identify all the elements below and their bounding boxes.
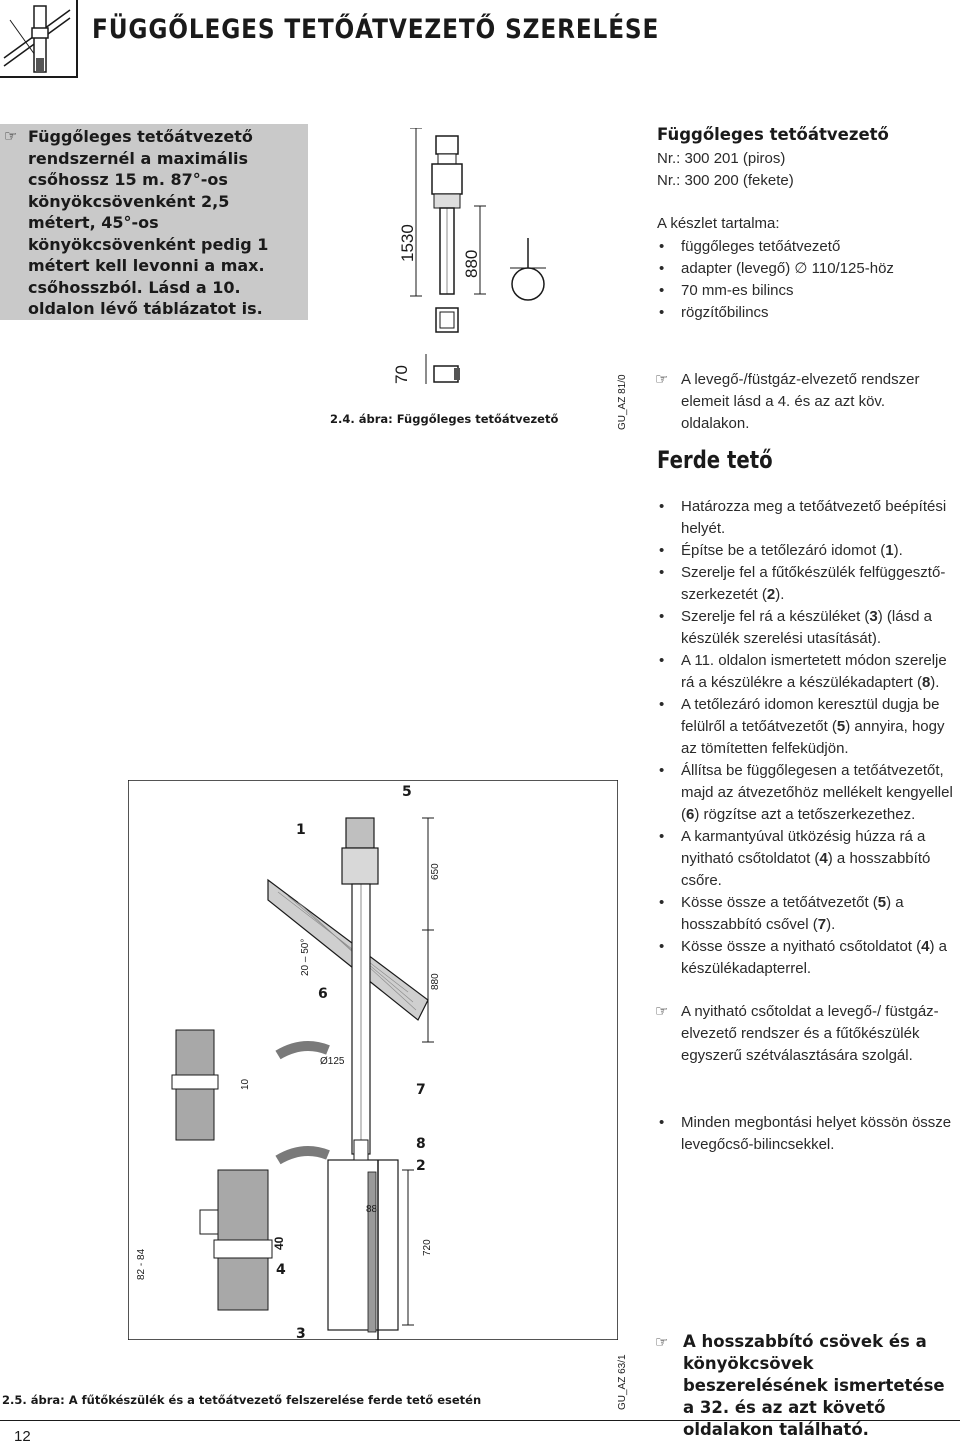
dimension-angle: 20 – 50° xyxy=(300,938,311,976)
figure-code-2-4: GU_AZ 81/0 xyxy=(617,374,628,430)
pointing-hand-icon: ☞ xyxy=(655,370,669,388)
pointing-hand-icon: ☞ xyxy=(4,127,18,145)
label-3: 3 xyxy=(296,1326,306,1342)
product-title: Függőleges tetőátvezető xyxy=(657,125,889,144)
dimension-88: 88 xyxy=(366,1204,378,1215)
section-heading: Ferde tető xyxy=(657,446,773,474)
dimension-diameter-125: Ø125 xyxy=(320,1056,345,1067)
footer-divider xyxy=(0,1420,960,1421)
final-reference-note: A hosszabbító csövek és a könyökcsövek b… xyxy=(683,1332,945,1439)
note-text: Függőleges tetőátvezető rendszernél a ma… xyxy=(28,127,269,318)
kit-item: rögzítőbilincs xyxy=(657,302,957,324)
pointing-hand-icon: ☞ xyxy=(655,1333,669,1351)
kit-item: 70 mm-es bilincs xyxy=(657,280,957,302)
note-box xyxy=(0,124,308,320)
step-item: Szerelje fel a fűtőkészülék felfüggesztő… xyxy=(657,562,957,606)
step-item: Határozza meg a tetőátvezető beépítési h… xyxy=(657,496,957,540)
step-item: Állítsa be függőlegesen a tetőátvezetőt,… xyxy=(657,760,957,826)
kit-contents-list: függőleges tetőátvezető adapter (levegő)… xyxy=(657,236,957,324)
figure-vertical-flue-drawing xyxy=(380,127,570,407)
label-1: 1 xyxy=(296,822,306,838)
header-chimney-icon xyxy=(0,0,78,78)
separation-hint: A nyitható csőtoldat a levegő-/ füstgáz-… xyxy=(681,1003,939,1064)
step-item: A tetőlezáró idomon keresztül dugja be f… xyxy=(657,694,957,760)
dimension-1530: 1530 xyxy=(398,224,417,262)
product-nr-red: Nr.: 300 201 (piros) xyxy=(657,150,786,167)
step-item: Szerelje fel rá a készüléket (3) (lásd a… xyxy=(657,606,957,650)
label-2: 2 xyxy=(416,1158,426,1174)
figure-code-2-5: GU_AZ 63/1 xyxy=(617,1354,628,1410)
page-number: 12 xyxy=(14,1428,31,1445)
dimension-650: 650 xyxy=(430,863,441,880)
label-6: 6 xyxy=(318,986,328,1002)
step-item: A karmantyúval ütközésig húzza rá a nyit… xyxy=(657,826,957,892)
step-item: Kösse össze a nyitható csőtoldatot (4) a… xyxy=(657,936,957,980)
label-8: 8 xyxy=(416,1136,426,1152)
final-step-list: Minden megbontási helyet kössön össze le… xyxy=(657,1112,957,1156)
dimension-720: 720 xyxy=(422,1239,433,1256)
dimension-40: 40 xyxy=(272,1236,286,1250)
figure-caption-2-5: 2.5. ábra: A fűtőkészülék és a tetőátvez… xyxy=(2,1393,482,1407)
step-item: Kösse össze a tetőátvezetőt (5) a hossza… xyxy=(657,892,957,936)
step-item: A 11. oldalon ismertetett módon szerelje… xyxy=(657,650,957,694)
kit-label: A készlet tartalma: xyxy=(657,215,780,232)
label-7: 7 xyxy=(416,1082,426,1098)
kit-item: függőleges tetőátvezető xyxy=(657,236,957,258)
pointing-hand-icon: ☞ xyxy=(655,1002,669,1020)
kit-item: adapter (levegő) ∅ 110/125-höz xyxy=(657,258,957,280)
dimension-70: 70 xyxy=(392,365,411,384)
figure-caption-2-4: 2.4. ábra: Függőleges tetőátvezető xyxy=(330,412,559,426)
step-item: Építse be a tetőlezáró idomot (1). xyxy=(657,540,957,562)
dimension-880: 880 xyxy=(462,249,481,278)
product-nr-black: Nr.: 300 200 (fekete) xyxy=(657,172,794,189)
dimension-10: 10 xyxy=(240,1078,251,1090)
dimension-880: 880 xyxy=(430,973,441,990)
page-title: FÜGGŐLEGES TETŐÁTVEZETŐ SZERELÉSE xyxy=(92,14,660,45)
step-item: Minden megbontási helyet kössön össze le… xyxy=(657,1112,957,1156)
reference-note: A levegő-/füstgáz-elvezető rendszer elem… xyxy=(681,371,920,432)
dimension-82-84: 82 - 84 xyxy=(136,1248,147,1280)
label-4: 4 xyxy=(276,1262,286,1278)
installation-steps: Határozza meg a tetőátvezető beépítési h… xyxy=(657,496,957,980)
label-5: 5 xyxy=(402,784,412,800)
figure-sloped-roof-installation xyxy=(127,779,619,1344)
